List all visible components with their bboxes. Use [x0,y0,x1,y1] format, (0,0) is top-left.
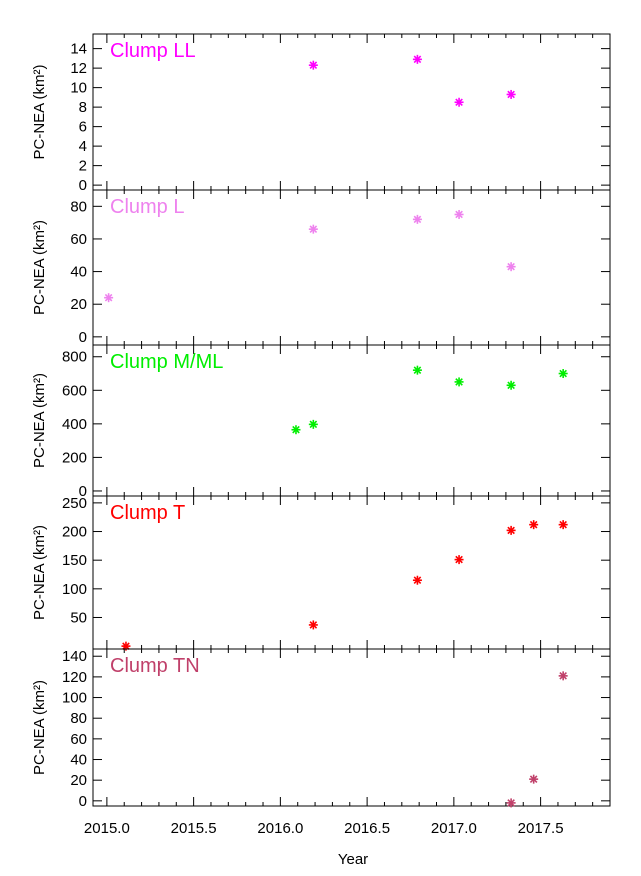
y-axis-label: PC-NEA (km²) [31,525,48,620]
y-tick-label: 40 [70,264,87,281]
data-point [454,555,464,565]
y-tick-label: 10 [70,80,87,97]
data-point [412,365,422,375]
y-tick-label: 8 [79,99,87,116]
panel-title: Clump L [110,196,184,218]
data-point [558,520,568,530]
data-point [412,54,422,64]
y-tick-label: 20 [70,296,87,313]
y-axis-label: PC-NEA (km²) [31,680,48,775]
x-tick-label: 2015.5 [171,820,217,837]
panel-title: Clump LL [110,40,196,62]
y-tick-label: 250 [62,495,87,512]
y-tick-label: 50 [70,609,87,626]
panel-title: Clump M/ML [110,351,223,373]
y-tick-label: 12 [70,60,87,77]
y-tick-label: 100 [62,690,87,707]
data-point [558,671,568,681]
y-tick-label: 4 [79,138,87,155]
data-point [308,620,318,630]
y-tick-label: 2 [79,158,87,175]
data-point [308,224,318,234]
x-tick-label: 2016.5 [344,820,390,837]
panel-title: Clump T [110,502,185,524]
data-point [104,293,114,303]
y-tick-label: 600 [62,382,87,399]
x-axis-label: Year [338,851,368,868]
data-point [308,60,318,70]
data-point [529,774,539,784]
x-tick-label: 2017.0 [431,820,477,837]
shared-x-axis: 2015.0 2015.5 2016.0 2016.5 2017.0 2017.5 [84,820,564,837]
data-point [121,641,131,651]
data-point [558,369,568,379]
data-point [308,419,318,429]
data-point [506,798,516,808]
y-axis-label: PC-NEA (km²) [31,65,48,160]
data-point [506,525,516,535]
data-point [291,425,301,435]
y-tick-label: 140 [62,648,87,665]
y-tick-label: 0 [79,329,87,346]
data-point [454,377,464,387]
y-tick-label: 80 [70,710,87,727]
y-tick-label: 80 [70,198,87,215]
data-point [454,97,464,107]
y-axis-label: PC-NEA (km²) [31,220,48,315]
y-tick-label: 120 [62,669,87,686]
y-tick-label: 20 [70,772,87,789]
panel-frame [92,648,611,807]
y-tick-label: 0 [79,483,87,500]
y-tick-label: 60 [70,231,87,248]
y-tick-label: 800 [62,349,87,366]
panel-title: Clump TN [110,655,200,677]
y-axis-label: PC-NEA (km²) [31,373,48,468]
data-point [506,262,516,272]
y-tick-label: 0 [79,793,87,810]
data-point [506,89,516,99]
data-point [454,209,464,219]
x-tick-label: 2017.5 [518,820,564,837]
data-point [529,520,539,530]
y-tick-label: 100 [62,581,87,598]
data-point [412,214,422,224]
data-point [412,575,422,585]
y-tick-label: 150 [62,552,87,569]
data-point [506,380,516,390]
y-tick-label: 14 [70,41,87,58]
y-tick-label: 6 [79,119,87,136]
y-tick-label: 0 [79,177,87,194]
x-tick-label: 2015.0 [84,820,130,837]
x-tick-label: 2016.0 [257,820,303,837]
y-tick-label: 40 [70,752,87,769]
y-tick-label: 200 [62,524,87,541]
y-tick-label: 200 [62,449,87,466]
y-tick-label: 60 [70,731,87,748]
y-tick-label: 400 [62,416,87,433]
